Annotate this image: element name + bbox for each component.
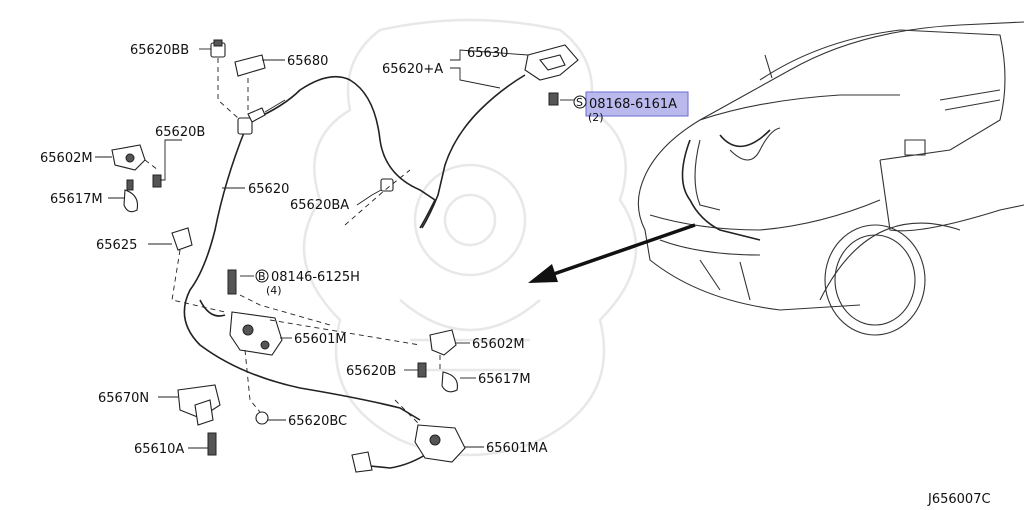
highlight-box bbox=[585, 91, 689, 117]
label-65620BB: 65620BB bbox=[130, 43, 189, 58]
diagram-id: J656007C bbox=[927, 492, 991, 507]
part-65602M-upper bbox=[111, 144, 146, 171]
cables bbox=[183, 74, 526, 469]
label-08168: 08168-6161A bbox=[589, 97, 677, 112]
label-08146-qty: (4) bbox=[266, 284, 282, 297]
label-65630: 65630 bbox=[467, 46, 508, 61]
part-65620B-upper-bolt bbox=[152, 174, 162, 188]
label-65610A: 65610A bbox=[134, 442, 184, 457]
label-65602M-lower: 65602M bbox=[472, 337, 525, 352]
part-65602M-lower bbox=[429, 329, 457, 356]
leader-lines bbox=[95, 48, 574, 449]
label-65670N: 65670N bbox=[98, 391, 149, 406]
label-08168-mark: S bbox=[576, 96, 583, 109]
part-65620BB bbox=[210, 39, 226, 58]
part-65630 bbox=[524, 44, 579, 81]
label-65620BA: 65620BA bbox=[290, 198, 349, 213]
vehicle-outline bbox=[637, 21, 1024, 336]
part-65610A bbox=[207, 432, 217, 456]
label-65625: 65625 bbox=[96, 238, 137, 253]
part-labels: 65620BB 65680 65620B 65602M 65617M 65620… bbox=[40, 43, 991, 507]
label-08168-qty: (2) bbox=[588, 111, 604, 124]
location-arrow bbox=[528, 223, 696, 283]
label-65602M-upper: 65602M bbox=[40, 151, 93, 166]
label-65617M-lower: 65617M bbox=[478, 372, 531, 387]
part-65620BC bbox=[255, 411, 269, 425]
watermark-emblem bbox=[302, 18, 638, 457]
label-08146-mark: B bbox=[258, 270, 266, 283]
assembly-dash-lines bbox=[144, 58, 441, 426]
label-08146: 08146-6125H bbox=[271, 270, 360, 285]
part-cable-bracket bbox=[237, 99, 286, 135]
part-65625 bbox=[171, 227, 193, 251]
b-mark-icon bbox=[255, 269, 269, 283]
part-65601MA bbox=[414, 424, 466, 463]
part-65620B-lower-bolt bbox=[417, 362, 427, 378]
part-08146-bolt bbox=[227, 269, 237, 295]
label-65620B-lower: 65620B bbox=[346, 364, 396, 379]
part-65617M-upper bbox=[123, 179, 139, 213]
label-65620BC: 65620BC bbox=[288, 414, 347, 429]
part-65617M-lower bbox=[441, 371, 458, 393]
part-cable-connector bbox=[351, 451, 373, 473]
label-65620A: 65620+A bbox=[382, 62, 443, 77]
part-65601M bbox=[229, 311, 283, 356]
label-65680: 65680 bbox=[287, 54, 328, 69]
part-08168-bolt bbox=[548, 92, 559, 106]
label-65617M-upper: 65617M bbox=[50, 192, 103, 207]
part-65620BA bbox=[380, 178, 394, 192]
label-65620: 65620 bbox=[248, 182, 289, 197]
part-65680 bbox=[234, 54, 266, 77]
s-mark-icon bbox=[573, 95, 587, 109]
label-65620B-upper: 65620B bbox=[155, 125, 205, 140]
label-65601MA: 65601MA bbox=[486, 441, 548, 456]
label-65601M: 65601M bbox=[294, 332, 347, 347]
part-65670N bbox=[177, 384, 221, 426]
